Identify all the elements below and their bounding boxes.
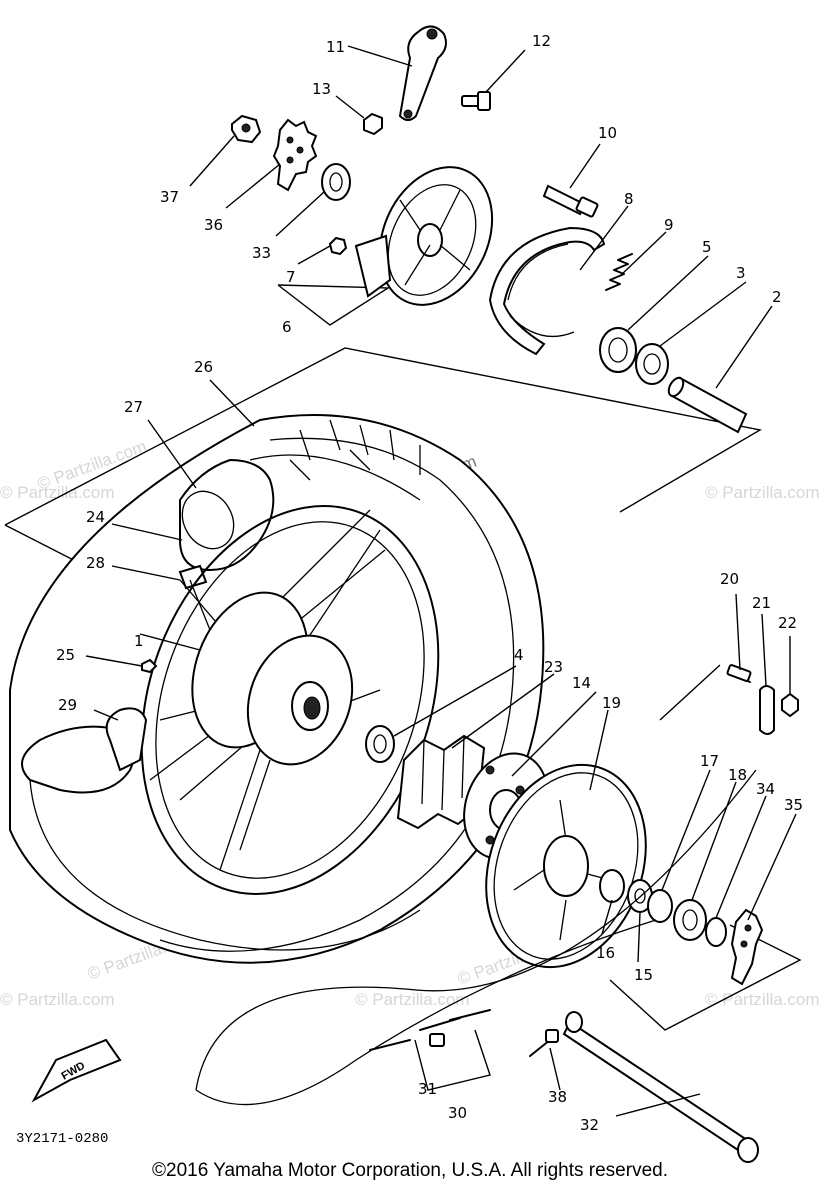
rear-hub: [191, 591, 354, 766]
callout-33: 33: [252, 244, 271, 262]
callout-21: 21: [752, 594, 771, 612]
axle-nut: [231, 114, 262, 144]
watermark: © Partzilla.com: [355, 990, 470, 1009]
callout-32: 32: [580, 1116, 599, 1134]
callout-29: 29: [58, 696, 77, 714]
callout-36: 36: [204, 216, 223, 234]
valve-band: [105, 707, 148, 772]
spacer: [667, 376, 748, 434]
oil-seal: [599, 327, 637, 373]
callout-7: 7: [286, 268, 296, 286]
callout-9: 9: [664, 216, 674, 234]
callout-15: 15: [634, 966, 653, 984]
callout-13: 13: [312, 80, 331, 98]
callout-35: 35: [784, 796, 803, 814]
chain-joint-bolt: [726, 664, 752, 683]
callout-8: 8: [624, 190, 634, 208]
callout-19: 19: [602, 694, 621, 712]
chain-puller-left: [272, 118, 318, 192]
spoke-nipple: [141, 658, 158, 674]
callout-4: 4: [514, 646, 524, 664]
chain-joint-plate: [759, 685, 775, 735]
callout-10: 10: [598, 124, 617, 142]
callout-34: 34: [756, 780, 775, 798]
callout-38: 38: [548, 1088, 567, 1106]
bolt-and-nut: [363, 91, 491, 136]
callout-18: 18: [728, 766, 747, 784]
callout-37: 37: [160, 188, 179, 206]
forward-arrow: FWD: [31, 1038, 122, 1103]
leader-lines: [85, 45, 797, 1117]
rim-band: [178, 564, 208, 590]
callout-3: 3: [736, 264, 746, 282]
nut: [328, 236, 348, 256]
watermark: © Partzilla.com: [0, 990, 115, 1009]
callout-numbers: 1 2 3 4 5 6 7 8 9 10 11 12 13 14 15 16 1…: [56, 32, 803, 1134]
chain-puller-right: [730, 908, 764, 986]
brake-shoe-plate: [354, 166, 494, 306]
callout-5: 5: [702, 238, 712, 256]
callout-6: 6: [282, 318, 292, 336]
callout-14: 14: [572, 674, 591, 692]
callout-11: 11: [326, 38, 345, 56]
bearing-18: [673, 899, 707, 941]
callout-25: 25: [56, 646, 75, 664]
torque-rod: [398, 25, 447, 121]
spring: [605, 253, 633, 291]
callout-12: 12: [532, 32, 551, 50]
callout-31: 31: [418, 1080, 437, 1098]
collar-right: [599, 869, 625, 903]
rear-sprocket: [485, 763, 647, 969]
callout-23: 23: [544, 658, 563, 676]
watermark: © Partzilla.com: [705, 990, 820, 1009]
callout-20: 20: [720, 570, 739, 588]
callout-17: 17: [700, 752, 719, 770]
rear-axle: [562, 1011, 759, 1163]
watermark: © Partzilla.com: [0, 483, 115, 502]
drive-chain: [195, 769, 757, 1106]
bearing-17: [647, 889, 673, 923]
bearing-left: [365, 725, 395, 763]
callout-27: 27: [124, 398, 143, 416]
collar-34: [705, 917, 727, 947]
cam-shaft: [542, 184, 599, 218]
bearing-right: [635, 343, 669, 385]
callout-30: 30: [448, 1104, 467, 1122]
chain-joint-nut: [781, 692, 799, 718]
diagram-code: 3Y2171-0280: [16, 1131, 108, 1147]
adjust-bolt: [529, 1029, 559, 1057]
callout-28: 28: [86, 554, 105, 572]
callout-24: 24: [86, 508, 105, 526]
copyright-notice: ©2016 Yamaha Motor Corporation, U.S.A. A…: [152, 1160, 668, 1181]
collar: [321, 163, 351, 201]
watermark: © Partzilla.com: [705, 483, 820, 502]
callout-26: 26: [194, 358, 213, 376]
callout-1: 1: [134, 632, 144, 650]
brake-shoe: [488, 226, 606, 356]
callout-16: 16: [596, 944, 615, 962]
callout-2: 2: [772, 288, 782, 306]
callout-22: 22: [778, 614, 797, 632]
